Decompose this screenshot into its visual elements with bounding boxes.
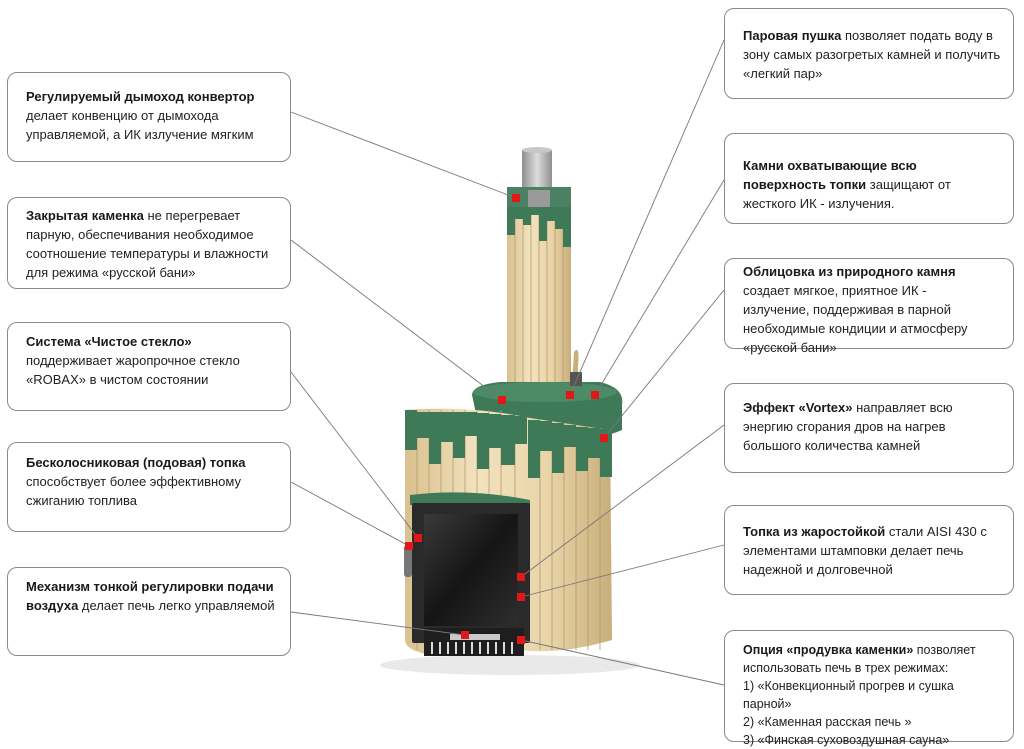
callout-closed-stones: Закрытая каменка не перегревает парную, …: [7, 197, 291, 289]
leader-blowing: [520, 639, 725, 686]
marker-grateless: [405, 542, 413, 550]
callout-vortex: Эффект «Vortex» направляет всю энергию с…: [724, 383, 1014, 473]
callout-stones-cover-title: Камни охватывающие всю поверхность топки: [743, 158, 917, 192]
ash-box-grill: [431, 642, 513, 654]
marker-clean-glass: [414, 534, 422, 542]
leader-lines: [290, 39, 725, 686]
callout-chimney-title: Регулируемый дымоход конвертор: [26, 89, 255, 104]
leader-air-control: [290, 611, 466, 636]
marker-closed-stones: [498, 396, 506, 404]
callout-grateless-title: Бесколосниковая (подовая) топка: [26, 455, 246, 470]
leader-steam-gun: [569, 39, 725, 396]
callout-blowing-text: позволяет использовать печь в трех режим…: [743, 643, 976, 675]
callout-firebox-steel-title: Топка из жаростойкой: [743, 524, 886, 539]
marker-chimney: [512, 194, 520, 202]
callout-clean-glass-text: поддерживает жаропрочное стекло «ROBAX» …: [26, 353, 240, 387]
callout-steam-gun-text: позволяет подать воду в зону самых разог…: [743, 28, 1001, 81]
chimney-pipe-top: [522, 147, 552, 153]
callout-blowing-title: Опция «продувка каменки»: [743, 643, 914, 657]
marker-blowing: [517, 636, 525, 644]
leader-firebox-steel: [520, 544, 725, 598]
callout-chimney: Регулируемый дымоход конвертор делает ко…: [7, 72, 291, 162]
marker-air-control: [461, 631, 469, 639]
callout-air-control: Механизм тонкой регулировки подачи возду…: [7, 567, 291, 656]
callout-clean-glass: Система «Чистое стекло» поддерживает жар…: [7, 322, 291, 411]
callout-vortex-title: Эффект «Vortex»: [743, 400, 853, 415]
callout-closed-stones-title: Закрытая каменка: [26, 208, 144, 223]
air-control-slider[interactable]: [450, 634, 500, 640]
callout-natural-stone-title: Облицовка из природного камня: [743, 264, 956, 279]
chimney-pipe: [522, 150, 552, 190]
leader-chimney: [290, 111, 517, 199]
callout-air-control-title: Механизм тонкой регулировки подачи возду…: [26, 579, 274, 613]
callout-natural-stone-text: создает мягкое, приятное ИК - излучение,…: [743, 283, 968, 355]
callout-blowing: Опция «продувка каменки» позволяет испол…: [724, 630, 1014, 747]
marker-natural-stone: [600, 434, 608, 442]
callout-steam-gun-title: Паровая пушка: [743, 28, 842, 43]
floor-shadow: [380, 655, 640, 675]
door-glass: [424, 514, 518, 626]
leader-stones-cover: [594, 179, 725, 396]
door-handle[interactable]: [404, 545, 412, 577]
callout-chimney-text: делает конвенцию от дымохода управляемой…: [26, 108, 254, 142]
callout-blowing-mode-1: 1) «Конвекционный прогрев и сушка парной…: [743, 679, 954, 711]
callout-grateless: Бесколосниковая (подовая) топка способст…: [7, 442, 291, 532]
callout-firebox-steel: Топка из жаростойкой стали AISI 430 с эл…: [724, 505, 1014, 595]
marker-steam-gun: [566, 391, 574, 399]
marker-vortex: [517, 573, 525, 581]
callout-clean-glass-title: Система «Чистое стекло»: [26, 334, 192, 349]
callout-stones-cover-text: защищают от жесткого ИК - излучения.: [743, 177, 951, 211]
marker-firebox-steel: [517, 593, 525, 601]
body-jade-inlays: [405, 410, 612, 478]
upper-lid: [473, 382, 617, 402]
callout-steam-gun: Паровая пушка позволяет подать воду в зо…: [724, 8, 1014, 99]
callout-firebox-steel-text: стали AISI 430 с элементами штамповки де…: [743, 524, 987, 577]
steam-gun-base: [570, 372, 582, 386]
markers: [405, 194, 608, 644]
chimney-jade-inlays: [507, 207, 571, 247]
marker-stones-cover: [591, 391, 599, 399]
leader-grateless: [290, 481, 410, 547]
callout-vortex-text: направляет всю энергию сгорания дров на …: [743, 400, 953, 453]
callout-blowing-mode-2: 2) «Каменная расская печь »: [743, 715, 912, 729]
leader-closed-stones: [290, 239, 503, 401]
callout-natural-stone: Облицовка из природного камня создает мя…: [724, 258, 1014, 355]
callout-stones-cover: Камни охватывающие всю поверхность топки…: [724, 133, 1014, 224]
chimney-convertor: [528, 190, 550, 208]
callout-closed-stones-text: не перегревает парную, обеспечивания нео…: [26, 208, 269, 280]
leader-vortex: [520, 424, 725, 578]
callout-blowing-mode-3: 3) «Финская суховоздушная сауна»: [743, 733, 950, 747]
leader-natural-stone: [603, 289, 725, 439]
chimney-slats: [514, 207, 564, 397]
callout-grateless-text: способствует более эффективному сжиганию…: [26, 474, 241, 508]
callout-air-control-text: делает печь легко управляемой: [78, 598, 275, 613]
leader-clean-glass: [290, 371, 419, 539]
